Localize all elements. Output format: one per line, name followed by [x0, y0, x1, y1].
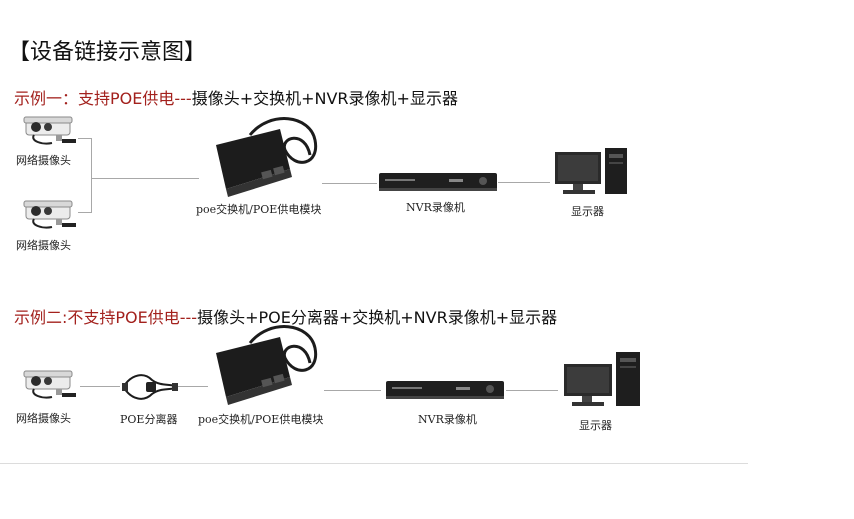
example2-highlight: 不支持POE供电---	[67, 308, 198, 327]
nvr-recorder-icon	[379, 173, 497, 191]
example2-heading: 示例二:不支持POE供电---摄像头+POE分离器+交换机+NVR录像机+显示器	[14, 304, 557, 328]
ex1-cam-top-line	[78, 138, 92, 139]
monitor-icon	[564, 352, 640, 406]
diagram-title: 【设备链接示意图】	[8, 40, 207, 65]
camera-icon	[23, 200, 76, 229]
nvr-recorder-icon	[386, 381, 504, 399]
ex1-cam-join-line	[91, 138, 92, 213]
poe-adapter-icon	[216, 325, 318, 405]
example1-highlight: 支持POE供电---	[78, 89, 192, 108]
ex1-poe-to-nvr-line	[322, 183, 377, 184]
camera-top-label: 网络摄像头	[16, 154, 71, 167]
ex1-nvr-to-monitor-line	[498, 182, 550, 183]
example2-prefix: 示例二:	[14, 308, 68, 327]
monitor-label: 显示器	[571, 205, 604, 218]
camera-icon	[23, 116, 76, 145]
camera-bottom-label: 网络摄像头	[16, 239, 71, 252]
example2-rest: 摄像头+POE分离器+交换机+NVR录像机+显示器	[197, 308, 558, 327]
splitter-label: POE分离器	[120, 413, 178, 426]
example1-rest: 摄像头+交换机+NVR录像机+显示器	[191, 89, 458, 108]
poe-module-label: poe交换机/POE供电模块	[198, 413, 324, 426]
poe-adapter-icon	[216, 117, 318, 197]
nvr-label: NVR录像机	[406, 201, 465, 214]
example1-prefix: 示例一：	[14, 89, 79, 108]
ex2-poe-to-nvr-line	[324, 390, 381, 391]
nvr-label: NVR录像机	[418, 413, 477, 426]
monitor-label: 显示器	[579, 419, 612, 432]
bottom-divider	[0, 463, 748, 464]
camera-label: 网络摄像头	[16, 412, 71, 425]
camera-icon	[23, 370, 76, 399]
ex2-nvr-to-monitor-line	[506, 390, 558, 391]
ex2-cam-to-splitter-line	[80, 386, 120, 387]
example1-heading: 示例一：支持POE供电---摄像头+交换机+NVR录像机+显示器	[14, 85, 458, 109]
ex2-splitter-to-poe-line	[176, 386, 208, 387]
poe-splitter-icon	[122, 374, 178, 400]
ex1-cam-bottom-line	[78, 212, 92, 213]
monitor-icon	[555, 148, 627, 194]
poe-module-label: poe交换机/POE供电模块	[196, 203, 322, 216]
ex1-to-poe-line	[91, 178, 199, 179]
